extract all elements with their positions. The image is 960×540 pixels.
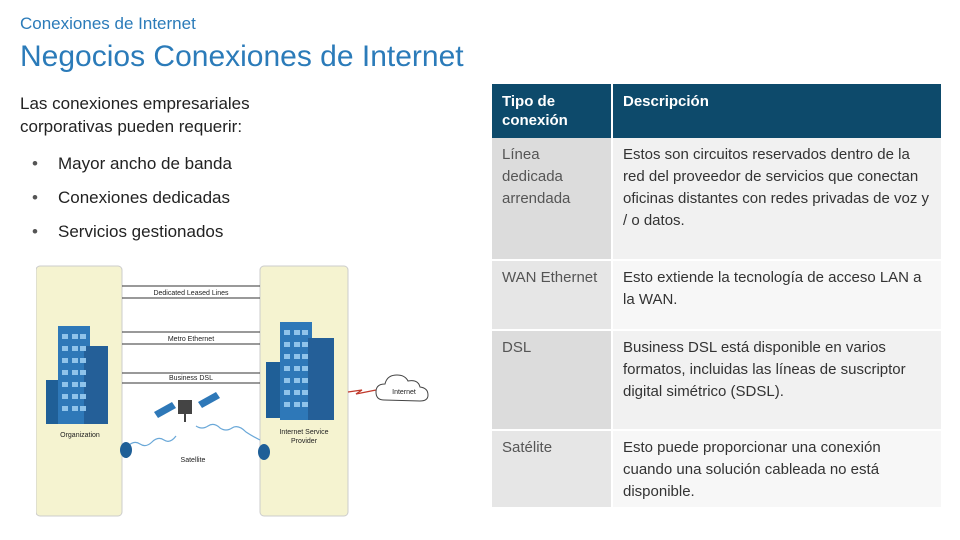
network-diagram: Dedicated Leased Lines Metro Ethernet Bu… (36, 265, 429, 517)
table-row: WAN Ethernet Esto extiende la tecnología… (492, 260, 943, 331)
organization-label: Organization (60, 432, 100, 439)
internet-cloud-icon (375, 374, 429, 402)
row-description: Business DSL está disponible en varios f… (612, 330, 943, 431)
bullet-item: • Conexiones dedicadas (32, 186, 232, 220)
row-type: DSL (492, 330, 613, 431)
row-description: Estos son circuitos reservados dentro de… (612, 138, 943, 261)
bullet-glyph: • (32, 154, 38, 173)
bullet-text: Conexiones dedicadas (58, 188, 231, 207)
isp-label-line2: Provider (291, 438, 318, 445)
bullet-item: • Mayor ancho de banda (32, 152, 232, 186)
connection-types-table: Tipo de conexión Descripción Línea dedic… (492, 84, 943, 509)
row-description: Esto extiende la tecnología de acceso LA… (612, 260, 943, 331)
table-header-row: Tipo de conexión Descripción (492, 84, 943, 138)
satellite-signal-left (127, 435, 177, 447)
table-row: Línea dedicada arrendada Estos son circu… (492, 138, 943, 261)
bullet-text: Mayor ancho de banda (58, 154, 232, 173)
bullet-glyph: • (32, 222, 38, 241)
satellite-dish-right-icon (258, 444, 270, 460)
slide-title: Negocios Conexiones de Internet (20, 40, 464, 73)
header-connection-type: Tipo de conexión (492, 84, 613, 138)
row-description: Esto puede proporcionar una conexión cua… (612, 430, 943, 509)
internet-label: Internet (392, 389, 416, 396)
row-type: WAN Ethernet (492, 260, 613, 331)
slide-subtitle: Conexiones de Internet (20, 14, 196, 33)
row-type: Línea dedicada arrendada (492, 138, 613, 261)
satellite-dish-left-icon (120, 442, 132, 458)
intro-text: Las conexiones empresariales corporativa… (20, 94, 250, 136)
satellite-label: Satellite (181, 457, 206, 464)
row-type: Satélite (492, 430, 613, 509)
bullet-glyph: • (32, 188, 38, 207)
table-row: Satélite Esto puede proporcionar una con… (492, 430, 943, 509)
link-label-leased: Dedicated Leased Lines (153, 290, 229, 297)
header-description: Descripción (612, 84, 943, 138)
bullet-item: • Servicios gestionados (32, 220, 232, 254)
internet-link-line (347, 389, 377, 395)
isp-label-line1: Internet Service (279, 429, 328, 436)
link-label-dsl: Business DSL (169, 375, 213, 382)
satellite-signal-right (195, 423, 261, 441)
isp-building-icon (266, 322, 334, 420)
bullet-text: Servicios gestionados (58, 222, 224, 241)
link-label-metro: Metro Ethernet (168, 336, 214, 343)
table-row: DSL Business DSL está disponible en vari… (492, 330, 943, 431)
bullet-list: • Mayor ancho de banda • Conexiones dedica… (32, 152, 232, 254)
organization-building-icon (46, 326, 108, 424)
satellite-icon (154, 392, 220, 422)
link-lines (122, 285, 260, 384)
